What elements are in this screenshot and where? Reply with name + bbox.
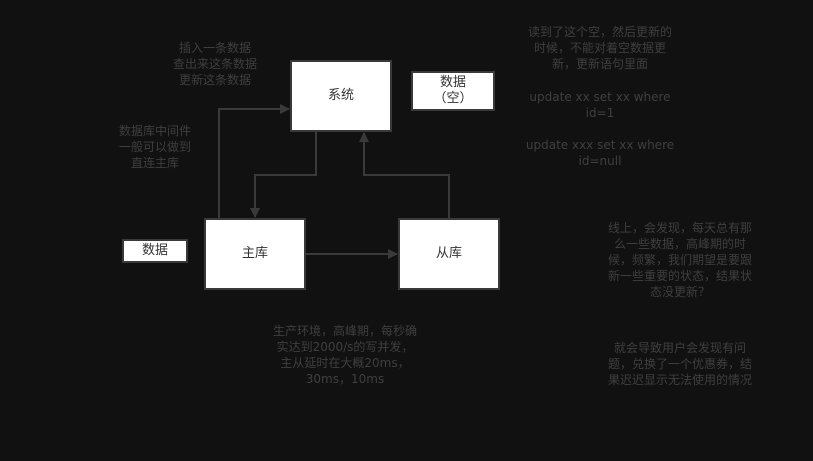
note-production: 生产环境，高峰期，每秒确 实达到2000/s的写并发， 主从延时在大概20ms，… <box>272 324 417 386</box>
edge-slave-to-system <box>359 132 450 219</box>
note-insert-query-update: 插入一条数据 查出来这条数据 更新这条数据 <box>172 41 257 87</box>
note-read-empty: 读到了这个空，然后更新的 时候，不能对着空数据更 新，更新语句里面 <box>527 25 672 71</box>
node-slave[interactable]: 从库 <box>398 218 500 290</box>
node-data-label: 数据 <box>141 243 168 258</box>
node-system[interactable]: 系统 <box>290 60 392 132</box>
node-master-label: 主库 <box>241 246 268 261</box>
edge-master-to-system <box>218 104 290 219</box>
node-data[interactable]: 数据 <box>122 239 188 263</box>
node-system-label: 系统 <box>327 88 354 103</box>
node-master[interactable]: 主库 <box>204 218 306 290</box>
note-user-impact: 就会导致用户会发现有问 题，兑换了一个优惠券，结 果迟迟显示无法使用的情况 <box>607 341 752 387</box>
note-sql-1: update xx set xx where id=1 <box>529 90 671 120</box>
edge-system-to-master <box>250 131 317 218</box>
note-middleware: 数据库中间件 一般可以做到 直连主库 <box>118 124 191 170</box>
node-slave-label: 从库 <box>435 246 462 261</box>
node-data-empty-label: 数据 <box>439 75 466 90</box>
node-data-empty-sublabel: （空） <box>433 91 473 106</box>
note-sql-2: update xxx set xx where id=null <box>525 138 675 168</box>
note-online-issue: 线上，会发现，每天总有那 么一些数据，高峰期的时 候，频繁，我们期望是要跟 新一… <box>607 221 752 299</box>
node-data-empty[interactable]: 数据 （空） <box>411 71 495 111</box>
